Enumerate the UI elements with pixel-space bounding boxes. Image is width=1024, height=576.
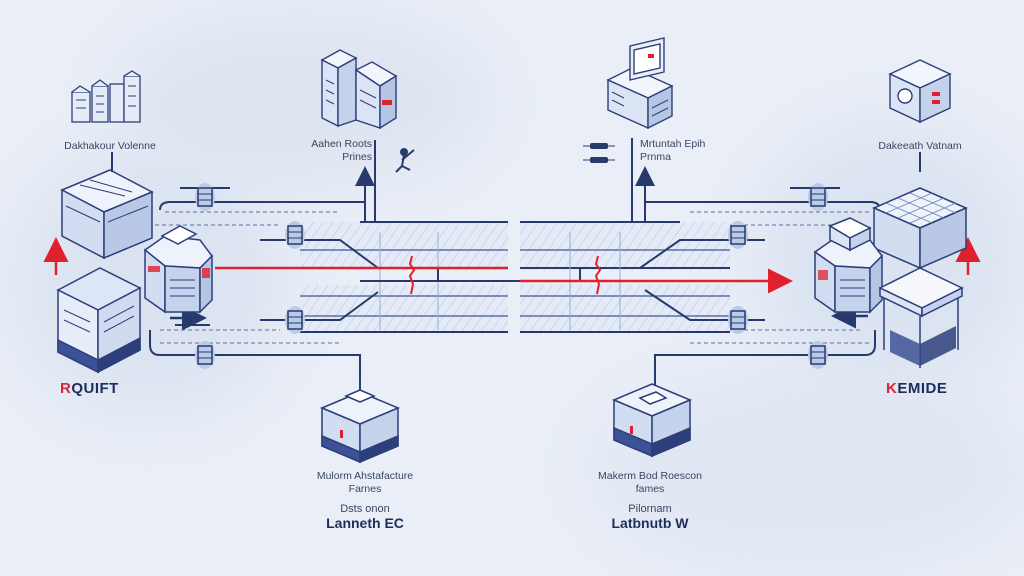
server-building-icon [872,187,968,270]
node-title-bottom-center-left: Lanneth EC [326,515,404,531]
octagon-server-icon [143,225,213,314]
node-label-top-left: Dakhakour Volenne [64,140,156,152]
node-label-top-center-right: Mrtuntah Epih Prnma [640,138,705,164]
node-label-top-right: Dakeeath Vatnam [878,140,962,152]
database-connector-icon [285,306,305,334]
database-connector-icon [195,341,215,369]
label-line-2: fames [635,483,665,495]
rack-structure-icon [878,267,964,368]
storage-building-icon [56,267,142,374]
dashed-lines-left [155,211,340,344]
database-connector-icon [808,341,828,369]
central-bus-left [300,221,508,333]
label-line-1: Mulorm Ahstafacture [316,470,414,482]
label-line-1: Makerm Bod Roescon [598,470,702,482]
brand-right: KEMIDE [886,380,947,397]
node-label-top-center-left: Aahen Roots Prines [300,138,372,164]
database-connector-icon [808,183,828,211]
break-mark-left [408,255,416,295]
cube-building-icon [888,59,952,124]
label-line-2: Prnma [640,151,671,163]
office-building-icon [320,49,398,130]
brand-left: RQUIFT [60,380,119,397]
brand-right-rest: EMIDE [897,380,948,397]
label-line-1: Mrtuntah Epih [640,138,706,150]
node-sublabel-bottom-center-left: Dsts onon [340,503,390,515]
central-bus-right [520,221,730,333]
brand-left-rest: QUIFT [71,380,119,397]
city-buildings-icon [71,70,141,123]
monitor-building-icon [606,37,674,130]
node-sublabel-bottom-center-right: Pilornam [628,503,672,515]
octagon-server-icon [813,217,883,314]
label-line-2: Prines [342,151,372,163]
label-line-1: Aahen Roots [311,138,372,150]
data-center-icon [612,383,692,458]
database-connector-icon [285,221,305,249]
cable-connector-icon [583,143,615,163]
label-line-2: Farnes [348,483,382,495]
node-title-bottom-center-right: Latbnutb W [611,515,689,531]
brand-left-initial: R [60,380,72,397]
database-connector-icon [195,183,215,211]
person-figure-icon [395,148,415,173]
data-center-icon [320,378,400,464]
node-label-bottom-center-right: Makerm Bod Roescon fames [575,470,725,496]
node-label-bottom-center-left: Mulorm Ahstafacture Farnes [290,470,440,496]
brand-right-initial: K [886,380,898,397]
database-connector-icon [728,306,748,334]
server-building-icon [60,169,154,260]
break-mark-right [594,255,602,295]
database-connector-icon [728,221,748,249]
